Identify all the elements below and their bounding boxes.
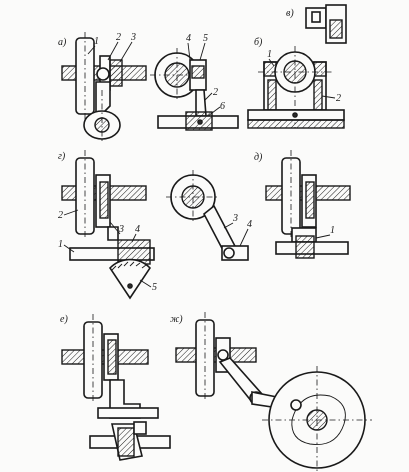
svg-text:2: 2 [213, 87, 218, 98]
panel-g-label: г) [58, 151, 66, 162]
svg-text:4: 4 [186, 33, 191, 44]
svg-text:1: 1 [94, 36, 99, 47]
svg-text:1: 1 [330, 225, 335, 236]
svg-text:4: 4 [135, 224, 140, 235]
svg-text:6: 6 [220, 101, 225, 112]
svg-text:2: 2 [336, 93, 341, 104]
svg-text:3: 3 [118, 224, 124, 235]
svg-text:2: 2 [116, 32, 121, 43]
panel-b: б) 1 2 [247, 37, 345, 129]
panel-a-lever [95, 81, 111, 113]
panel-zh: ж) [170, 312, 372, 472]
svg-text:1: 1 [58, 239, 63, 250]
svg-text:4: 4 [247, 219, 252, 230]
svg-text:3: 3 [130, 32, 136, 43]
panel-v-label: в) [286, 8, 294, 19]
panel-g-side: 3 4 [166, 170, 252, 261]
panel-zh-label: ж) [170, 314, 183, 325]
panel-g-sector [108, 258, 152, 300]
panel-a: а) 1 2 3 [58, 32, 147, 142]
svg-text:5: 5 [152, 282, 157, 293]
svg-text:2: 2 [58, 210, 63, 221]
svg-text:1: 1 [267, 49, 272, 60]
panel-e-label: е) [60, 314, 68, 325]
svg-text:3: 3 [232, 213, 238, 224]
panel-a-side: 4 5 2 6 [150, 33, 239, 131]
panel-e: е) [60, 314, 171, 461]
panel-d-label: д) [254, 152, 263, 163]
panel-b-label: б) [254, 37, 263, 48]
panel-d: д) 1 [254, 150, 351, 259]
panel-a-label: а) [58, 37, 67, 48]
svg-text:5: 5 [203, 33, 208, 44]
panel-v: в) [286, 4, 347, 44]
panel-g: г) 2 3 4 1 5 [58, 150, 157, 300]
